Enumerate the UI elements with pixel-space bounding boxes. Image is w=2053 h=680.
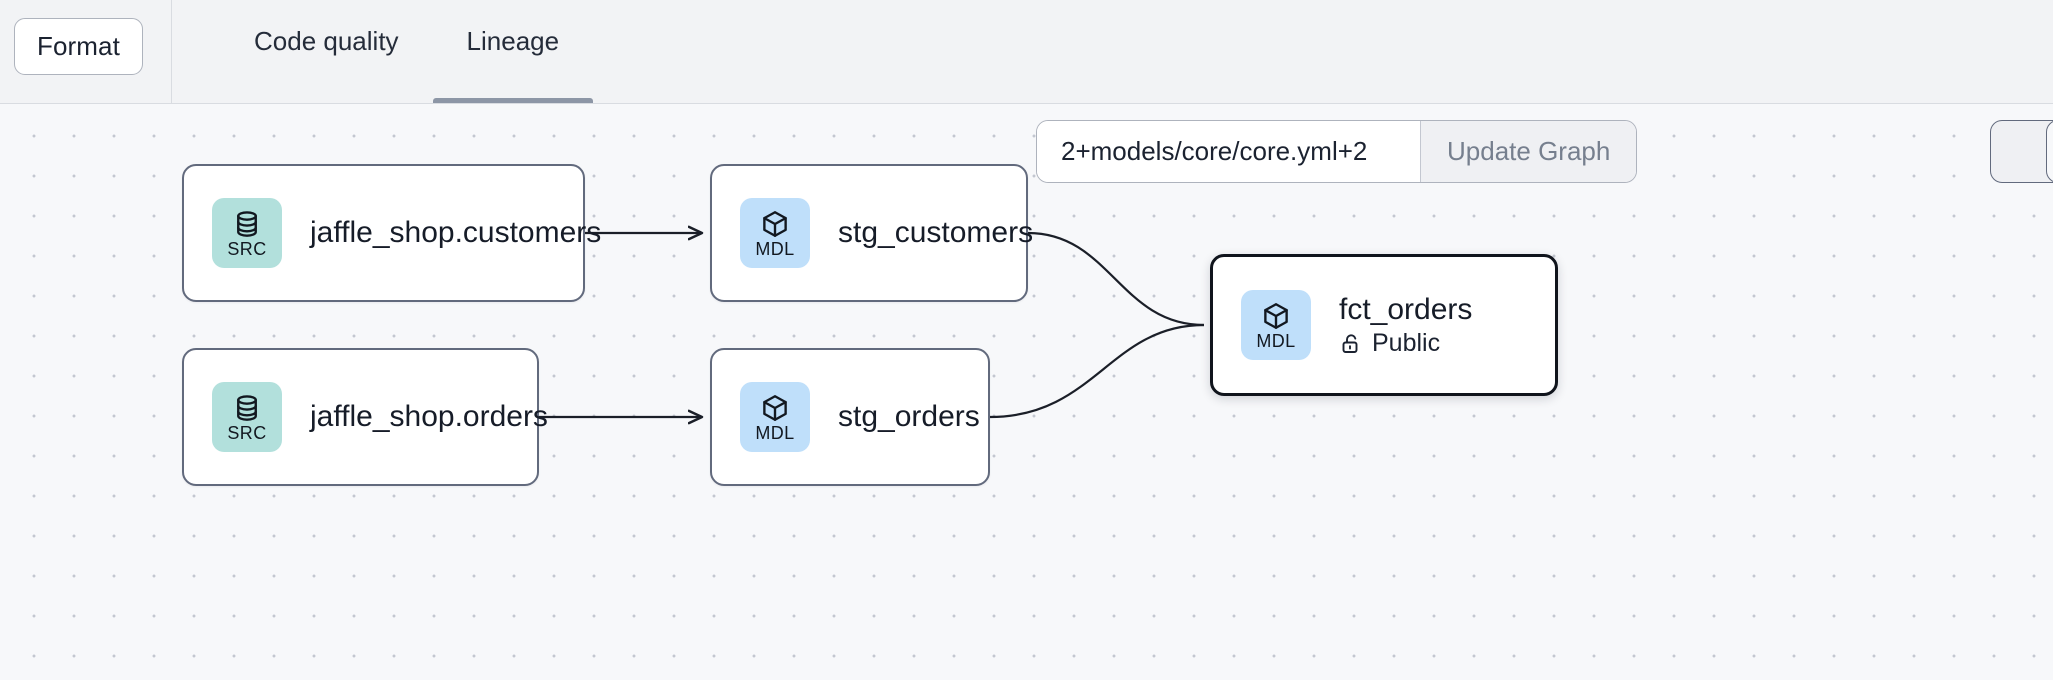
lineage-node-stg-customers[interactable]: MDL stg_customers [710, 164, 1033, 302]
lineage-node-fct-orders[interactable]: MDL fct_orders Public [1210, 254, 1558, 396]
badge-mdl-label: MDL [755, 238, 795, 259]
tab-bar: Code quality Lineage [172, 0, 594, 103]
graph-edge-control-partial[interactable] [2046, 120, 2053, 183]
unlock-icon [1342, 334, 1358, 354]
edge-stg-orders-to-fct-orders [989, 323, 1205, 419]
tab-code-quality-label: Code quality [254, 26, 399, 56]
badge-mdl: MDL [1241, 290, 1311, 360]
node-text: stg_orders [838, 399, 980, 434]
node-title: fct_orders [1339, 293, 1473, 327]
graph-selector-input[interactable] [1037, 121, 1420, 182]
lineage-canvas[interactable]: SRC jaffle_shop.customers MDL stg_custom… [0, 104, 2053, 680]
badge-mdl: MDL [740, 382, 810, 452]
tab-lineage-label: Lineage [466, 26, 560, 56]
node-text: jaffle_shop.customers [310, 215, 601, 250]
badge-src-label: SRC [227, 238, 267, 259]
graph-controls: Update Graph [1036, 120, 1638, 183]
node-title: jaffle_shop.customers [310, 216, 602, 250]
node-access-badge: Public [1339, 330, 1472, 358]
lineage-node-src-orders[interactable]: SRC jaffle_shop.orders [182, 348, 548, 486]
badge-mdl: MDL [740, 198, 810, 268]
node-title: stg_orders [838, 400, 980, 434]
node-text: jaffle_shop.orders [310, 399, 548, 434]
update-graph-button[interactable]: Update Graph [1420, 121, 1637, 182]
format-toolbar-section: Format [0, 0, 172, 103]
tab-lineage[interactable]: Lineage [432, 0, 594, 103]
database-icon [237, 394, 257, 421]
selector-input-group: Update Graph [1036, 120, 1638, 183]
node-text: fct_orders Public [1339, 292, 1472, 358]
format-button[interactable]: Format [14, 18, 143, 75]
cube-icon [763, 210, 787, 237]
cube-icon [1264, 302, 1288, 329]
database-icon [237, 210, 257, 237]
tab-code-quality[interactable]: Code quality [220, 0, 433, 103]
editor-toolbar: Format Code quality Lineage [0, 0, 2053, 104]
lineage-node-stg-orders[interactable]: MDL stg_orders [710, 348, 990, 486]
node-title: jaffle_shop.orders [310, 400, 548, 434]
node-title: stg_customers [838, 216, 1034, 250]
badge-mdl-label: MDL [755, 422, 795, 443]
badge-src: SRC [212, 382, 282, 452]
lineage-node-src-customers[interactable]: SRC jaffle_shop.customers [182, 164, 601, 302]
graph-side-control-partial[interactable] [1990, 120, 2053, 183]
tab-active-underline [432, 98, 594, 103]
cube-icon [763, 394, 787, 421]
badge-mdl-label: MDL [1256, 330, 1296, 351]
edge-stg-customers-to-fct-orders [1027, 231, 1205, 327]
node-text: stg_customers [838, 215, 1033, 250]
node-access-label: Public [1372, 329, 1441, 358]
lineage-edges [539, 104, 1205, 680]
badge-src-label: SRC [227, 422, 267, 443]
badge-src: SRC [212, 198, 282, 268]
